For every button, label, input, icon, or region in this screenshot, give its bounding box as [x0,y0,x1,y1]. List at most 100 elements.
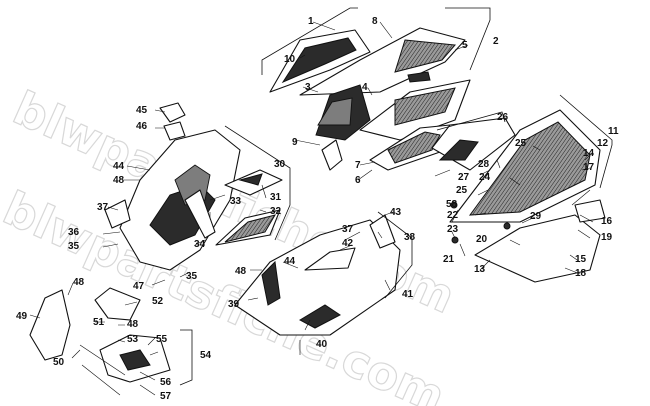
callout-45[interactable]: 45 [136,105,148,116]
bracket-2 [445,7,491,71]
callout-17[interactable]: 17 [583,162,595,173]
callout-48[interactable]: 48 [127,319,139,330]
nosepan-assembly [104,102,283,271]
callout-10[interactable]: 10 [284,54,296,65]
belly-pan-opening [298,304,341,329]
callout-2[interactable]: 2 [493,36,499,47]
callout-29[interactable]: 29 [530,211,542,222]
nose-trim-decal [224,214,277,243]
callout-55[interactable]: 55 [156,334,168,345]
headlight-ring[interactable] [159,102,186,123]
hood-latch[interactable] [407,71,431,83]
callout-46[interactable]: 46 [136,121,148,132]
side-panel-decal [394,87,456,126]
callout-26[interactable]: 26 [497,112,509,123]
callout-57[interactable]: 57 [160,391,172,402]
callout-12[interactable]: 12 [597,138,609,149]
side-panel-assembly [431,109,606,283]
callout-13[interactable]: 13 [474,264,486,275]
callout-27[interactable]: 27 [458,172,470,183]
callout-20[interactable]: 20 [476,234,488,245]
callout-25[interactable]: 25 [456,185,468,196]
callout-47[interactable]: 47 [133,281,145,292]
callout-48[interactable]: 48 [73,277,85,288]
callout-24[interactable]: 24 [479,172,491,183]
callout-31[interactable]: 31 [270,192,282,203]
callout-22[interactable]: 22 [447,210,459,221]
leader-lines [29,21,594,396]
callout-1[interactable]: 1 [308,16,314,27]
callout-37[interactable]: 37 [342,224,354,235]
callout-42[interactable]: 42 [342,238,354,249]
callout-33[interactable]: 33 [230,196,242,207]
callout-16[interactable]: 16 [601,216,613,227]
lower-side-panel[interactable] [474,214,601,283]
callout-48[interactable]: 48 [235,266,247,277]
callout-50[interactable]: 50 [53,357,65,368]
nose-trim-black [238,173,263,186]
callout-32[interactable]: 32 [270,206,282,217]
bracket-1 [261,7,358,75]
callout-56[interactable]: 56 [160,377,172,388]
nose-side-bracket[interactable] [104,199,131,229]
bumper-mount[interactable] [94,287,141,321]
callout-25[interactable]: 25 [515,138,527,149]
callout-52[interactable]: 52 [152,296,164,307]
callout-7[interactable]: 7 [355,160,361,171]
callout-5[interactable]: 5 [462,40,468,51]
callout-15[interactable]: 15 [575,254,587,265]
callout-23[interactable]: 23 [447,224,459,235]
bumper-assembly [29,287,171,396]
callout-58[interactable]: 58 [446,199,458,210]
bellypan-assembly [234,214,401,336]
callout-35[interactable]: 35 [68,241,80,252]
hood-bracket[interactable] [321,139,343,171]
callout-49[interactable]: 49 [16,311,28,322]
callout-8[interactable]: 8 [372,16,378,27]
hood-decal [394,39,457,73]
callout-9[interactable]: 9 [292,137,298,148]
bracket-lines [179,7,613,386]
callout-51[interactable]: 51 [93,317,105,328]
callout-44[interactable]: 44 [113,161,125,172]
belly-pan-vent[interactable] [304,247,356,271]
callout-21[interactable]: 21 [443,254,455,265]
callout-48[interactable]: 48 [113,175,125,186]
callout-34[interactable]: 34 [194,239,206,250]
bracket-38 [377,211,413,299]
headlight-lens[interactable] [163,121,186,141]
callout-37[interactable]: 37 [97,202,109,213]
belly-pan-side-bracket[interactable] [369,214,396,249]
rivet-29[interactable] [503,222,511,230]
callout-43[interactable]: 43 [390,207,402,218]
callout-28[interactable]: 28 [478,159,490,170]
callout-18[interactable]: 18 [575,268,587,279]
callout-4[interactable]: 4 [362,82,368,93]
lower-bumper-slot [119,349,151,371]
callout-35[interactable]: 35 [186,271,198,282]
callout-44[interactable]: 44 [284,256,296,267]
belly-pan-scoop [261,260,281,306]
screw-23[interactable] [451,236,459,244]
callout-53[interactable]: 53 [127,334,139,345]
handle-bracket[interactable] [29,289,71,361]
callout-11[interactable]: 11 [608,126,619,137]
callout-38[interactable]: 38 [404,232,416,243]
callout-41[interactable]: 41 [402,289,414,300]
callout-19[interactable]: 19 [601,232,613,243]
callout-40[interactable]: 40 [316,339,328,350]
callout-54[interactable]: 54 [200,350,212,361]
bracket-11 [559,94,613,189]
callout-6[interactable]: 6 [355,175,361,186]
callout-39[interactable]: 39 [228,299,240,310]
callout-14[interactable]: 14 [583,148,595,159]
screw-58[interactable] [450,201,458,209]
callout-30[interactable]: 30 [274,159,286,170]
belly-pan[interactable] [234,219,401,336]
nose-support-bracket[interactable] [184,189,216,239]
bracket-26 [436,111,506,131]
callout-36[interactable]: 36 [68,227,80,238]
callout-3[interactable]: 3 [305,82,311,93]
